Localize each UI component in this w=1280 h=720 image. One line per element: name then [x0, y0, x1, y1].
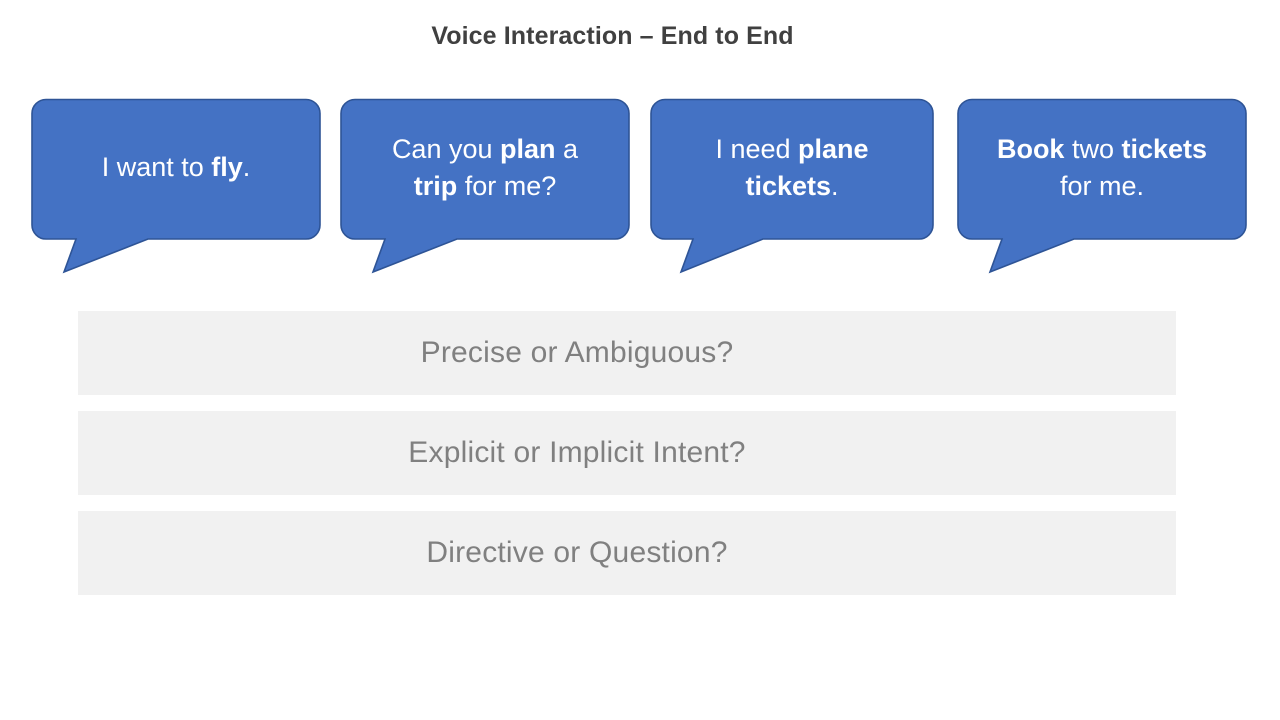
speech-bubble-shape [31, 98, 321, 274]
question-band-label: Directive or Question? [426, 536, 728, 569]
speech-bubble-shape [340, 98, 630, 274]
speech-bubble-1[interactable]: I want to fly. [31, 98, 321, 276]
page-title: Voice Interaction – End to End [431, 22, 794, 50]
question-band-label: Precise or Ambiguous? [420, 336, 734, 369]
question-band-label: Explicit or Implicit Intent? [408, 436, 746, 469]
speech-bubble-shape [957, 98, 1247, 274]
speech-bubble-text: I want to fly. [101, 152, 251, 183]
speech-bubble-shape [650, 98, 934, 274]
question-band-directive-question[interactable]: Directive or Question? [78, 511, 1176, 595]
question-band-precise-ambiguous[interactable]: Precise or Ambiguous? [78, 311, 1176, 395]
question-band-explicit-implicit[interactable]: Explicit or Implicit Intent? [78, 411, 1176, 495]
